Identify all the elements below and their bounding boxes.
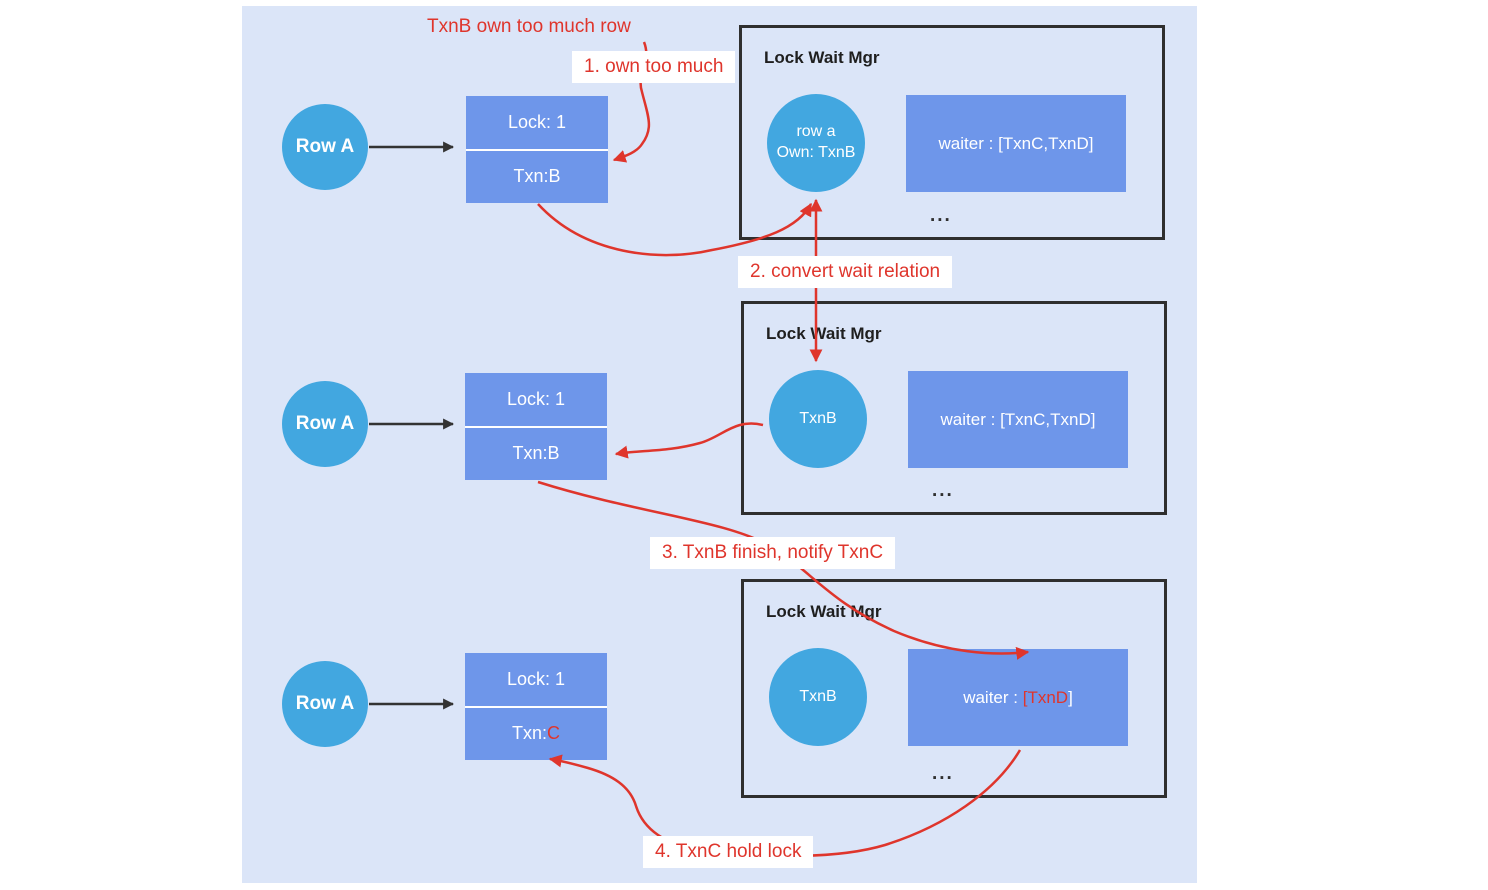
txn-node-circle: TxnB bbox=[769, 648, 867, 746]
txn-node-circle: TxnB bbox=[769, 370, 867, 468]
waiter-box: waiter : [TxnC,TxnD] bbox=[906, 95, 1126, 192]
row-a-label: Row A bbox=[295, 136, 355, 157]
step-label-4: 4. TxnC hold lock bbox=[643, 836, 814, 868]
lock-txn-box: Lock: 1 Txn: C bbox=[465, 653, 607, 760]
lock-wait-mgr-box: Lock Wait Mgr TxnB waiter : [TxnD] ... bbox=[741, 579, 1167, 798]
step-label-3: 3. TxnB finish, notify TxnC bbox=[650, 537, 896, 569]
ellipsis: ... bbox=[932, 480, 954, 501]
ellipsis: ... bbox=[930, 205, 952, 226]
ellipsis: ... bbox=[932, 763, 954, 784]
txn-value: B bbox=[547, 443, 560, 464]
lock-txn-box: Lock: 1 Txn: B bbox=[466, 96, 608, 203]
row-a-circle: Row A bbox=[282, 381, 368, 467]
row-a-circle: Row A bbox=[282, 104, 368, 190]
txn-value: B bbox=[548, 166, 561, 187]
row-a-label: Row A bbox=[295, 413, 355, 434]
txn-value-red: C bbox=[547, 723, 560, 744]
row-a-label: Row A bbox=[295, 693, 355, 714]
waiter-red-value: [TxnD bbox=[1022, 687, 1069, 707]
step-label-2: 2. convert wait relation bbox=[738, 256, 953, 288]
mgr-title: Lock Wait Mgr bbox=[766, 324, 882, 343]
lock-cell: Lock: 1 bbox=[466, 96, 608, 149]
lock-wait-mgr-box: Lock Wait Mgr row a Own: TxnB waiter : [… bbox=[739, 25, 1165, 240]
txn-cell: Txn: C bbox=[465, 707, 607, 760]
lock-cell: Lock: 1 bbox=[465, 653, 607, 706]
lock-txn-box: Lock: 1 Txn: B bbox=[465, 373, 607, 480]
mgr-title: Lock Wait Mgr bbox=[766, 602, 882, 621]
owner-node-circle: row a Own: TxnB bbox=[767, 94, 865, 192]
mgr-title: Lock Wait Mgr bbox=[764, 48, 880, 67]
step-label-1: 1. own too much bbox=[572, 51, 736, 83]
annotation-top-note: TxnB own too much row bbox=[427, 16, 631, 37]
txn-cell: Txn: B bbox=[465, 427, 607, 480]
waiter-box: waiter : [TxnC,TxnD] bbox=[908, 371, 1128, 468]
txn-cell: Txn: B bbox=[466, 150, 608, 203]
row-a-circle: Row A bbox=[282, 661, 368, 747]
lock-cell: Lock: 1 bbox=[465, 373, 607, 426]
waiter-box: waiter : [TxnD] bbox=[908, 649, 1128, 746]
lock-wait-mgr-box: Lock Wait Mgr TxnB waiter : [TxnC,TxnD] … bbox=[741, 301, 1167, 515]
